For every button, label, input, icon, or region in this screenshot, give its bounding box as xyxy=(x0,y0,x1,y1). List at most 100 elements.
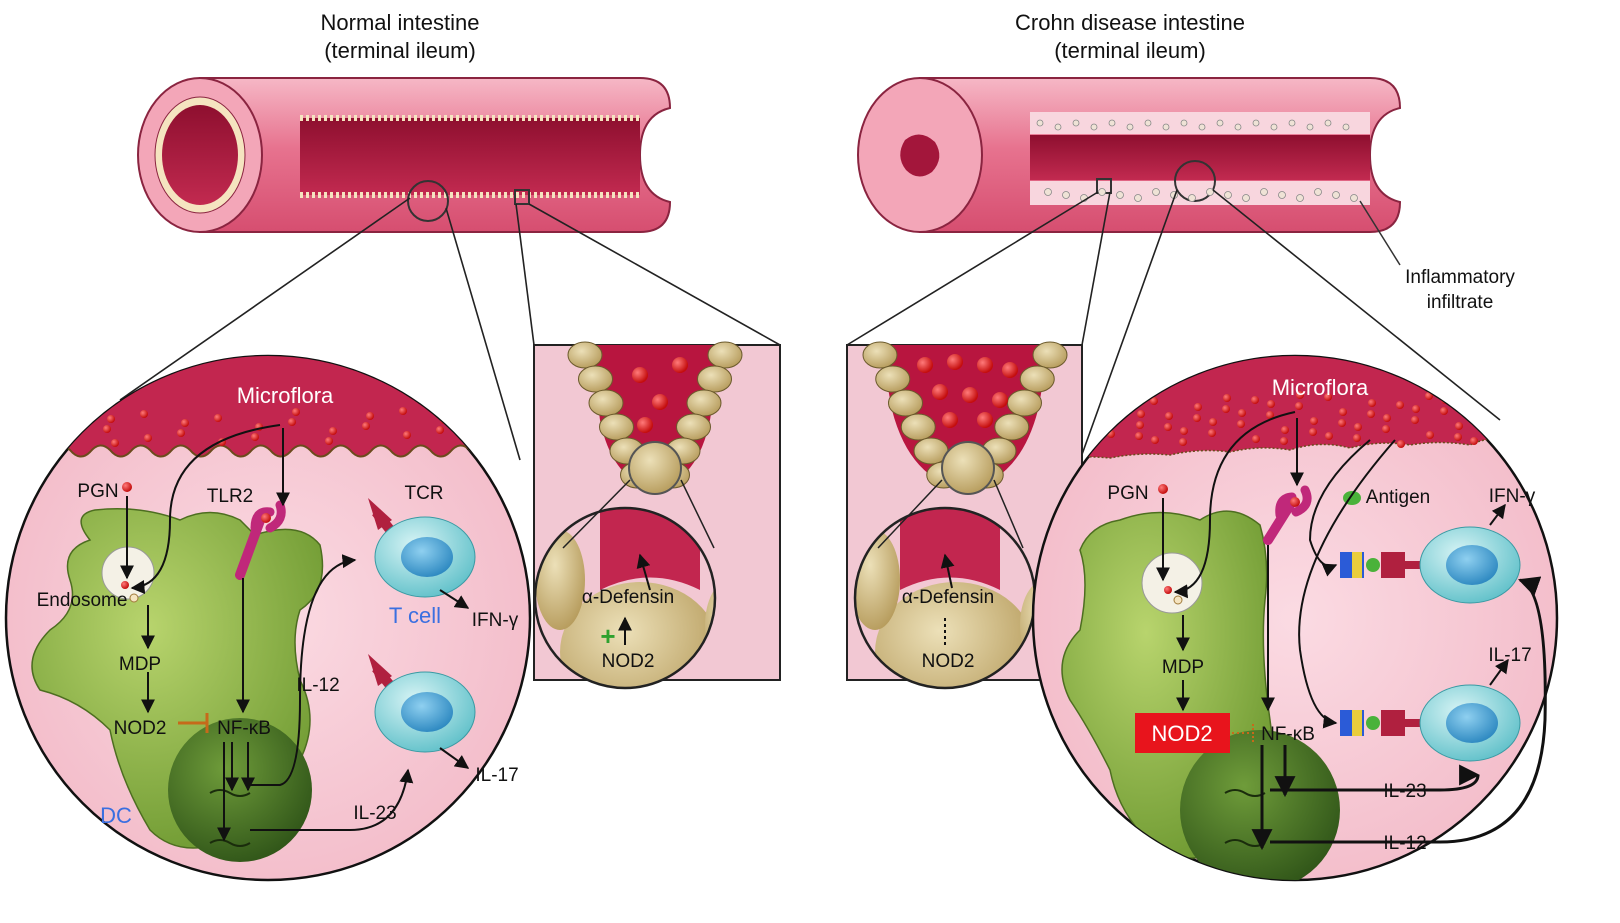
microflora-dot xyxy=(1338,419,1346,427)
infiltrate-cell xyxy=(1063,192,1070,199)
microflora-dot xyxy=(1426,431,1434,439)
il23-label-crohn: IL-23 xyxy=(1383,781,1426,802)
tcr-label: TCR xyxy=(404,483,443,504)
dc-label: DC xyxy=(100,803,132,828)
microflora-dot xyxy=(477,435,485,443)
defensin-granule xyxy=(652,394,668,410)
defensin-granule xyxy=(632,367,648,383)
microflora-dot xyxy=(1122,395,1130,403)
defensin-granule xyxy=(1002,362,1018,378)
microflora-dot xyxy=(329,427,337,435)
infiltrate-cell xyxy=(1225,192,1232,199)
paneth-cell xyxy=(589,390,623,416)
microflora-dot xyxy=(1180,427,1188,435)
microflora-dot xyxy=(325,437,333,445)
infiltrate-cell xyxy=(1181,120,1187,126)
microflora-dot xyxy=(1136,421,1144,429)
crohn-title-line2: (terminal ileum) xyxy=(1054,38,1206,63)
nod2-label-normal: NOD2 xyxy=(114,718,167,739)
defensin-granule xyxy=(942,412,958,428)
microflora-dot xyxy=(1295,402,1303,410)
normal-intestine-tube xyxy=(138,78,670,232)
nfkb-label-crohn: NF-κB xyxy=(1261,724,1315,745)
microflora-dot xyxy=(103,425,111,433)
infiltrate-cell xyxy=(1261,189,1268,196)
microflora-dot xyxy=(1209,418,1217,426)
microflora-dot xyxy=(366,412,374,420)
microflora-dot xyxy=(1382,425,1390,433)
infiltrate-cell xyxy=(1145,120,1151,126)
t-cell-2 xyxy=(375,672,475,752)
il23-label-normal: IL-23 xyxy=(353,803,396,824)
defensin-granule xyxy=(977,412,993,428)
infiltrate-cell xyxy=(1045,189,1052,196)
microflora-dot xyxy=(214,414,222,422)
t-cell-crohn-2 xyxy=(1420,685,1520,761)
microflora-dot xyxy=(1121,406,1129,414)
microflora-dot xyxy=(1411,416,1419,424)
microflora-dot xyxy=(1106,391,1114,399)
microflora-dot xyxy=(1194,403,1202,411)
infiltrate-cell xyxy=(1279,192,1286,199)
microflora-dot xyxy=(1455,422,1463,430)
infiltrate-label-line1: Inflammatory xyxy=(1405,267,1515,288)
infiltrate-cell xyxy=(1325,120,1331,126)
il12-label-normal: IL-12 xyxy=(296,675,339,696)
defensin-granule xyxy=(672,357,688,373)
infiltrate-cell xyxy=(1189,195,1196,202)
crypt-panel-normal xyxy=(534,342,780,722)
infiltrate-cell xyxy=(1271,124,1277,130)
paneth-cell xyxy=(677,414,711,440)
crohn-cell-panel xyxy=(1030,350,1560,890)
microflora-dot xyxy=(1498,439,1506,447)
t-cell-crohn-1 xyxy=(1420,527,1520,603)
microflora-dot xyxy=(1267,400,1275,408)
infiltrate-cell xyxy=(1351,195,1358,202)
infiltrate-cell xyxy=(1343,124,1349,130)
microflora-dot xyxy=(1367,410,1375,418)
infiltrate-cell xyxy=(1055,124,1061,130)
infiltrate-cell xyxy=(1289,120,1295,126)
microflora-label-crohn: Microflora xyxy=(1272,375,1369,400)
infiltrate-cell xyxy=(1207,189,1214,196)
il12-label-crohn: IL-12 xyxy=(1383,833,1426,854)
infiltrate-cell xyxy=(1163,124,1169,130)
paneth-cell xyxy=(889,390,923,416)
microflora-dot xyxy=(1368,399,1376,407)
microflora-dot xyxy=(436,426,444,434)
defensin-granule xyxy=(962,387,978,403)
microflora-dot xyxy=(1223,394,1231,402)
microflora-dot xyxy=(1309,428,1317,436)
paneth-cell xyxy=(698,366,732,392)
microflora-dot xyxy=(1137,410,1145,418)
crohn-title-line1: Crohn disease intestine xyxy=(1015,10,1245,35)
microflora-dot xyxy=(1396,401,1404,409)
microflora-label-normal: Microflora xyxy=(237,383,334,408)
microflora-dot xyxy=(181,419,189,427)
microflora-dot xyxy=(144,434,152,442)
microflora-dot xyxy=(1397,440,1405,448)
microflora-dot xyxy=(1513,404,1521,412)
microflora-dot xyxy=(1280,437,1288,445)
il17-label-normal: IL-17 xyxy=(475,765,518,786)
microflora-dot xyxy=(288,418,296,426)
microflora-dot xyxy=(1208,429,1216,437)
microflora-dot xyxy=(403,431,411,439)
microflora-dot xyxy=(1353,434,1361,442)
paneth-cell xyxy=(876,366,910,392)
paneth-cell xyxy=(687,390,721,416)
microflora-dot xyxy=(1484,413,1492,421)
microflora-dot xyxy=(107,415,115,423)
microflora-dot xyxy=(74,420,82,428)
microflora-dot xyxy=(1512,415,1520,423)
infiltrate-cell xyxy=(1073,120,1079,126)
pgn-label-crohn: PGN xyxy=(1107,483,1148,504)
defensin-granule xyxy=(977,357,993,373)
infiltrate-cell xyxy=(1109,120,1115,126)
microflora-dot xyxy=(1383,414,1391,422)
infiltrate-cell xyxy=(1135,195,1142,202)
infiltrate-cell xyxy=(1253,120,1259,126)
microflora-dot xyxy=(1237,420,1245,428)
infiltrate-cell xyxy=(1333,192,1340,199)
